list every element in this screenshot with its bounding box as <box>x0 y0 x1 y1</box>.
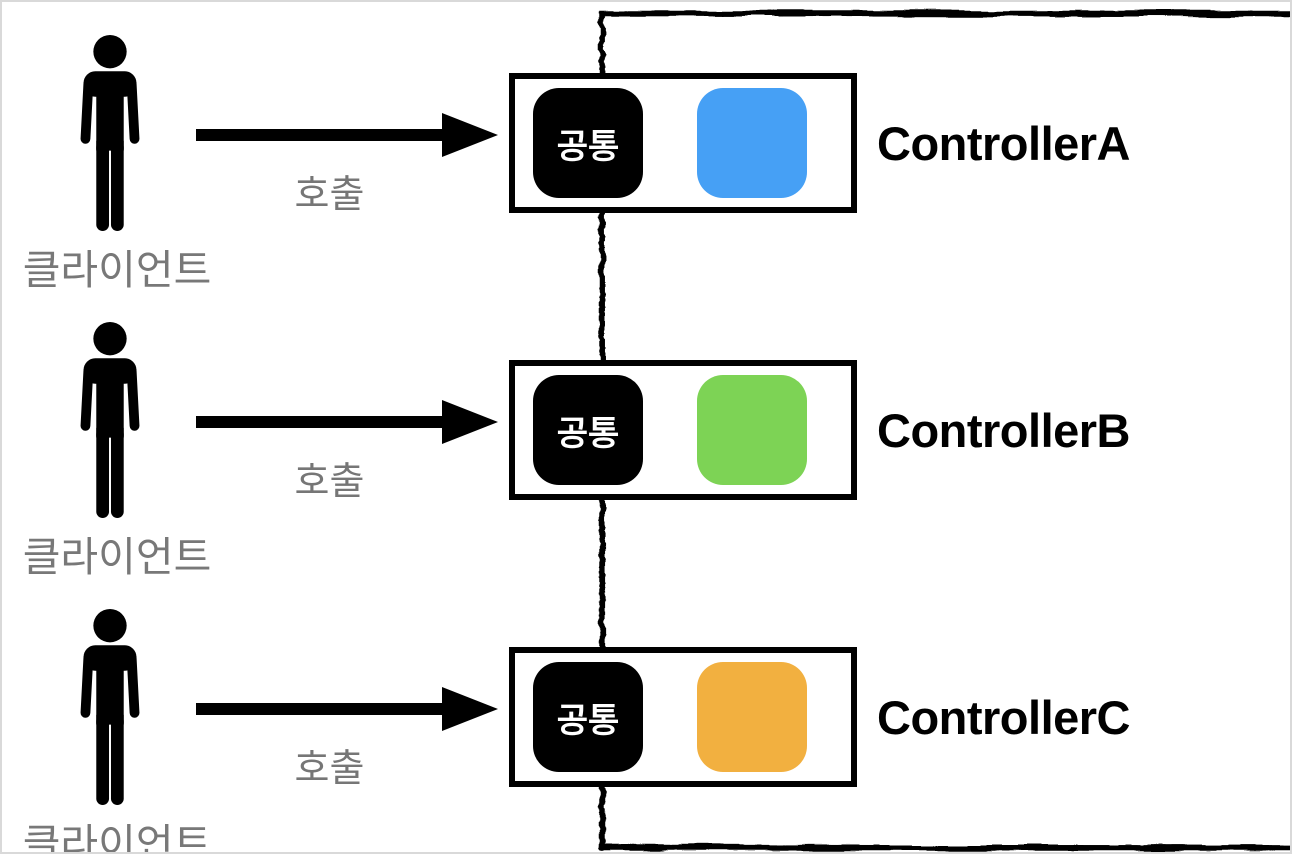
client-label: 클라이언트 <box>22 821 212 854</box>
common-badge: 공통 <box>533 88 643 198</box>
call-label: 호출 <box>294 461 365 503</box>
person-icon <box>80 322 140 518</box>
person-icon <box>80 35 140 231</box>
call-label: 호출 <box>294 748 365 790</box>
controller-box: 공통 <box>509 647 857 787</box>
call-arrow-icon <box>196 400 498 444</box>
call-label: 호출 <box>294 174 365 216</box>
call-arrow-icon <box>196 113 498 157</box>
call-arrow-icon <box>196 687 498 731</box>
diagram-row-c: 클라이언트 호출 공통 ControllerC <box>2 576 1290 854</box>
controller-box: 공통 <box>509 360 857 500</box>
controller-name: ControllerA <box>877 116 1131 170</box>
common-badge: 공통 <box>533 662 643 772</box>
client-label: 클라이언트 <box>22 247 212 293</box>
feature-block <box>697 662 807 772</box>
person-icon <box>80 609 140 805</box>
common-badge: 공통 <box>533 375 643 485</box>
diagram-row-a: 클라이언트 호출 공통 ControllerA <box>2 2 1290 293</box>
feature-block <box>697 88 807 198</box>
client-label: 클라이언트 <box>22 534 212 580</box>
controller-name: ControllerC <box>877 690 1131 744</box>
diagram-row-b: 클라이언트 호출 공통 ControllerB <box>2 289 1290 580</box>
controller-name: ControllerB <box>877 403 1131 457</box>
controller-box: 공통 <box>509 73 857 213</box>
feature-block <box>697 375 807 485</box>
